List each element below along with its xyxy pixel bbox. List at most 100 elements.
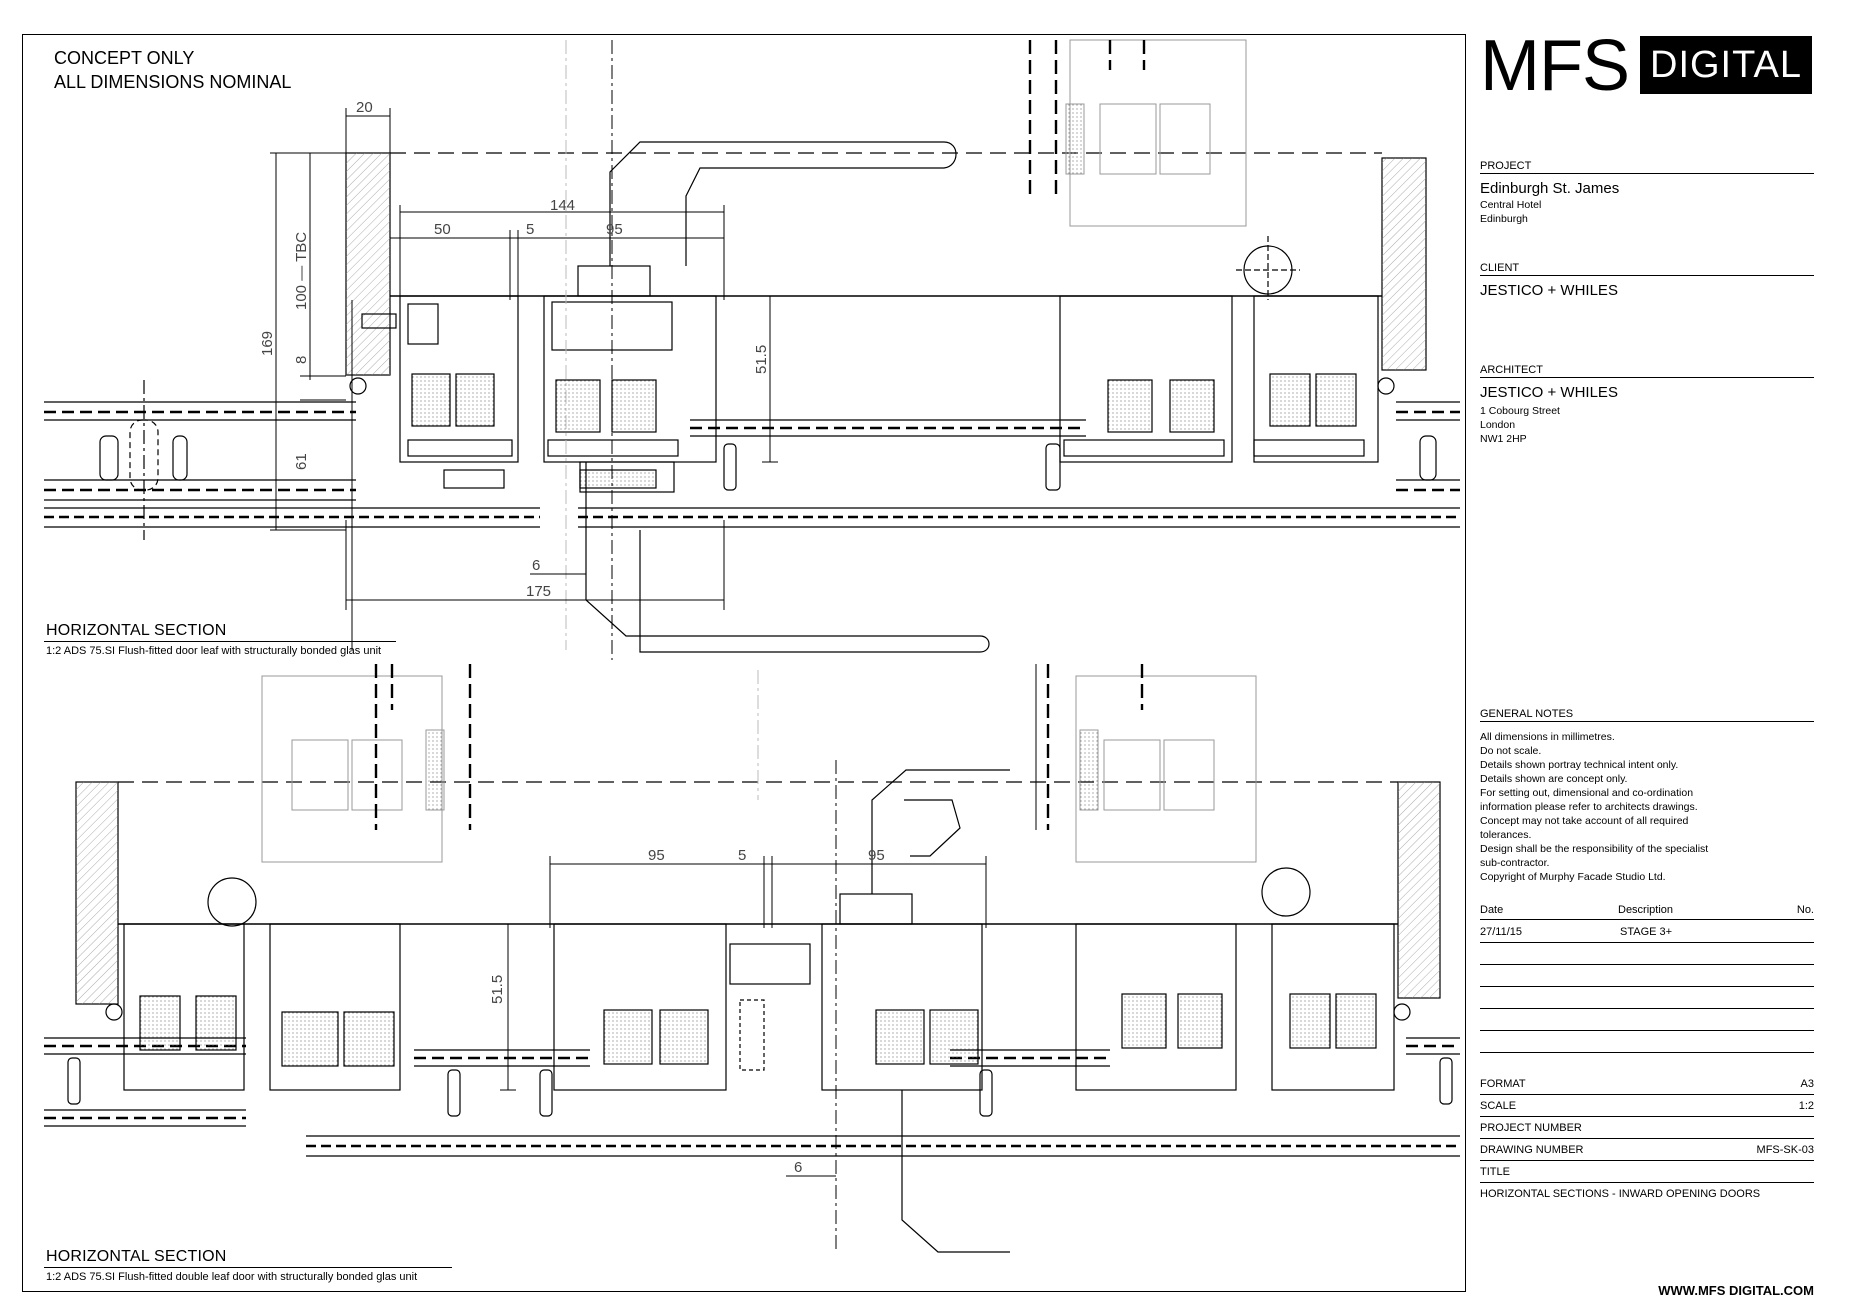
- format-value: A3: [1800, 1078, 1814, 1090]
- rev-description-header: Description: [1618, 904, 1674, 916]
- rev-line: [1480, 1052, 1814, 1053]
- note-line: sub-contractor.: [1480, 857, 1550, 869]
- note-line: Concept may not take account of all requ…: [1480, 815, 1689, 827]
- note-line: For setting out, dimensional and co-ordi…: [1480, 787, 1694, 799]
- client-name: JESTICO + WHILES: [1480, 282, 1618, 299]
- architect-name: JESTICO + WHILES: [1480, 384, 1618, 401]
- top-dimension-labels: 20 144 50 5 95 100 — TBC 169 8 61 51.5 6…: [259, 99, 770, 600]
- dim-5: 5: [526, 221, 534, 238]
- note-line: Details shown portray technical intent o…: [1480, 759, 1679, 771]
- note-line: Copyright of Murphy Facade Studio Ltd.: [1480, 871, 1666, 883]
- note-line: information please refer to architects d…: [1480, 801, 1698, 813]
- revision-row: 27/11/15 STAGE 3+: [1480, 926, 1814, 938]
- scale-value: 1:2: [1798, 1100, 1814, 1112]
- note-line: Do not scale.: [1480, 745, 1542, 757]
- client-label: CLIENT: [1480, 262, 1814, 276]
- note-line: Details shown are concept only.: [1480, 773, 1628, 785]
- concept-note-line-1: CONCEPT ONLY: [54, 48, 195, 68]
- rev-line: [1480, 964, 1814, 965]
- rev-line: [1480, 1008, 1814, 1009]
- project-name: Edinburgh St. James: [1480, 180, 1620, 197]
- top-lever-handle: [577, 40, 990, 660]
- title-label: TITLE: [1480, 1166, 1510, 1178]
- section-1-rule: [44, 641, 396, 642]
- drawing-number-value: MFS-SK-03: [1756, 1144, 1814, 1156]
- website-link[interactable]: WWW.MFS DIGITAL.COM: [1658, 1283, 1814, 1298]
- dim-5-bottom: 5: [738, 847, 746, 864]
- bottom-dimensions: [500, 856, 987, 1177]
- note-line: Design shall be the responsibility of th…: [1480, 843, 1709, 855]
- concept-note-line-2: ALL DIMENSIONS NOMINAL: [54, 72, 292, 92]
- rev-date: 27/11/15: [1480, 926, 1523, 938]
- top-left-glazing: [44, 380, 540, 540]
- bottom-section-drawing: [44, 664, 1460, 1253]
- rev-line: [1480, 1030, 1814, 1031]
- format-label: FORMAT: [1480, 1078, 1526, 1090]
- bottom-left-leaf: [553, 923, 727, 1091]
- note-line: All dimensions in millimetres.: [1480, 731, 1615, 743]
- title-row: TITLE: [1480, 1166, 1814, 1178]
- dim-100-tbc: 100 — TBC: [293, 232, 310, 310]
- logo-mfs: MFS: [1480, 26, 1630, 106]
- top-door-leaf-profile: [543, 295, 717, 493]
- drawing-number-row: DRAWING NUMBER MFS-SK-03: [1480, 1144, 1814, 1156]
- logo-digital: DIGITAL: [1640, 36, 1812, 94]
- rev-date-header: Date: [1480, 904, 1504, 916]
- dim-20: 20: [356, 99, 373, 116]
- top-ghost-leaf: [1028, 39, 1247, 227]
- scale-row: SCALE 1:2: [1480, 1100, 1814, 1112]
- dim-51-5-bottom: 51.5: [489, 975, 506, 1004]
- project-address: Central Hotel Edinburgh: [1480, 198, 1541, 226]
- dim-6-bottom: 6: [794, 1159, 802, 1176]
- rev-description: STAGE 3+: [1620, 926, 1673, 938]
- section-2-rule: [44, 1267, 452, 1268]
- architect-line-2: London: [1480, 419, 1516, 431]
- note-line: tolerances.: [1480, 829, 1532, 841]
- dim-8: 8: [293, 356, 310, 364]
- top-section-drawing: [44, 39, 1460, 660]
- top-left-frame-profile: [349, 295, 519, 489]
- dim-169: 169: [259, 331, 276, 356]
- drawing-border: [22, 34, 1466, 1292]
- mfs-digital-logo: MFS DIGITAL: [1478, 26, 1814, 106]
- title-block: MFS DIGITAL PROJECT Edinburgh St. James …: [1478, 26, 1814, 1298]
- top-right-frame-profile: [1059, 236, 1395, 463]
- format-row: FORMAT A3: [1480, 1078, 1814, 1090]
- section-2-subtitle: 1:2 ADS 75.SI Flush-fitted double leaf d…: [46, 1271, 418, 1283]
- tb-line: [1480, 1160, 1814, 1161]
- bottom-lever-handle: [839, 893, 913, 925]
- top-dimensions: [270, 108, 778, 610]
- dim-95-left: 95: [648, 847, 665, 864]
- general-notes-label: GENERAL NOTES: [1480, 708, 1814, 722]
- dim-61: 61: [293, 453, 310, 470]
- bottom-right-leaf: [821, 923, 983, 1091]
- project-line-2: Edinburgh: [1480, 213, 1528, 225]
- general-notes: All dimensions in millimetres. Do not sc…: [1480, 730, 1708, 884]
- dim-175: 175: [526, 583, 551, 600]
- rev-line: [1480, 919, 1814, 920]
- scale-label: SCALE: [1480, 1100, 1517, 1112]
- dim-144: 144: [550, 197, 575, 214]
- tb-line: [1480, 1138, 1814, 1139]
- project-number-row: PROJECT NUMBER: [1480, 1122, 1814, 1134]
- project-line-1: Central Hotel: [1480, 199, 1542, 211]
- revision-header: Date Description No.: [1480, 904, 1814, 916]
- architect-address: 1 Cobourg Street London NW1 2HP: [1480, 404, 1560, 446]
- dim-6-top: 6: [532, 557, 540, 574]
- tb-line: [1480, 1094, 1814, 1095]
- dim-95-right: 95: [868, 847, 885, 864]
- architect-line-3: NW1 2HP: [1480, 433, 1527, 445]
- dim-95: 95: [606, 221, 623, 238]
- dim-51-5-top: 51.5: [753, 345, 770, 374]
- title-value: HORIZONTAL SECTIONS - INWARD OPENING DOO…: [1480, 1188, 1761, 1200]
- project-label: PROJECT: [1480, 160, 1814, 174]
- project-number-label: PROJECT NUMBER: [1480, 1122, 1582, 1134]
- dim-50: 50: [434, 221, 451, 238]
- section-1-title: HORIZONTAL SECTION: [46, 622, 227, 639]
- bottom-dimension-labels: 95 5 95 51.5 6: [489, 847, 885, 1176]
- rev-line: [1480, 986, 1814, 987]
- rev-no-header: No.: [1796, 904, 1814, 916]
- concept-note: CONCEPT ONLY ALL DIMENSIONS NOMINAL: [54, 46, 291, 94]
